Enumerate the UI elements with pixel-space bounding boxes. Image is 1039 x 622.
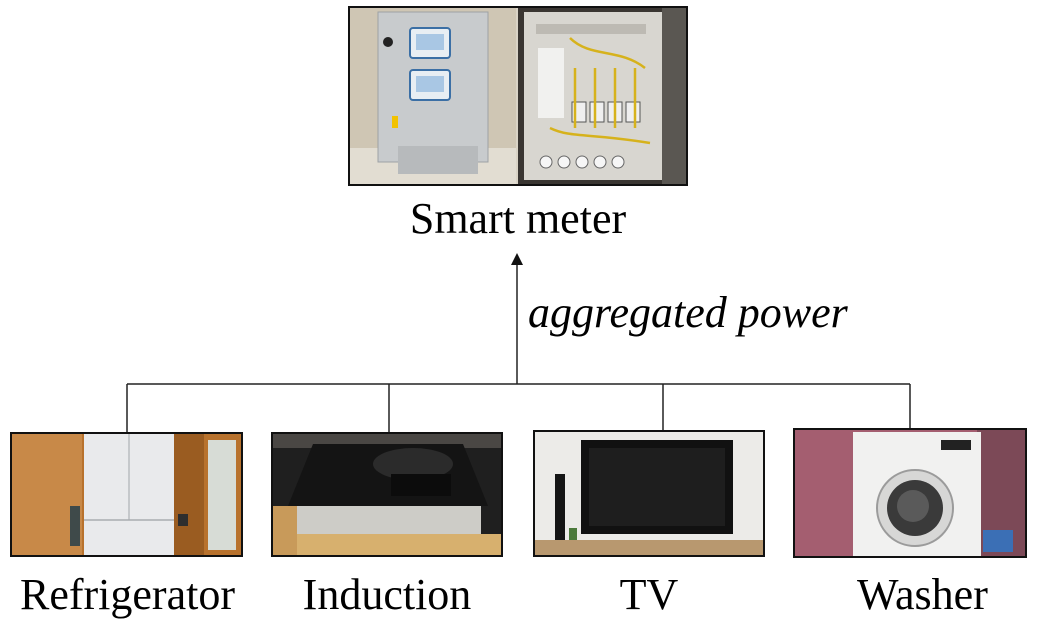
induction-photo bbox=[271, 432, 503, 557]
aggregated-power-label: aggregated power bbox=[528, 288, 848, 337]
smart-meter-photo bbox=[348, 6, 688, 186]
washer-label: Washer bbox=[857, 570, 988, 619]
tv-label: TV bbox=[619, 570, 679, 619]
refrigerator-photo bbox=[10, 432, 243, 557]
refrigerator-label: Refrigerator bbox=[20, 570, 235, 619]
washer-photo bbox=[793, 428, 1027, 558]
tv-photo bbox=[533, 430, 765, 557]
induction-label: Induction bbox=[302, 570, 472, 619]
arrow-head-icon bbox=[511, 253, 523, 265]
smart-meter-label: Smart meter bbox=[409, 194, 627, 243]
